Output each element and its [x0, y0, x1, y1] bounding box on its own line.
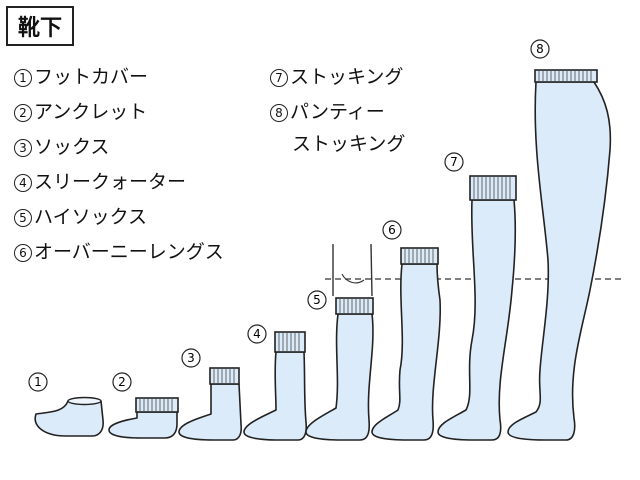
legend-label: スリークォーター — [34, 171, 187, 193]
sock-high-socks — [305, 243, 374, 441]
legend-label: ソックス — [34, 136, 110, 158]
badge-text: 2 — [118, 375, 126, 389]
badge-text: 5 — [313, 293, 321, 307]
page-title: 靴下 — [6, 6, 74, 46]
legend-label: パンティー — [290, 101, 385, 123]
legend-number: 1 — [14, 68, 32, 87]
sock-foot-cover — [34, 396, 104, 437]
legend-number: 3 — [14, 138, 32, 157]
legend-number: 8 — [270, 103, 288, 122]
badge-text: 3 — [187, 351, 195, 365]
legend-item-high-socks: 5 ハイソックス — [14, 208, 147, 227]
legend-number: 5 — [14, 208, 32, 227]
badge-text: 4 — [253, 327, 261, 341]
badge-2: 2 — [112, 372, 132, 392]
badge-1: 1 — [28, 372, 48, 392]
legend-label: ストッキング — [290, 66, 404, 88]
legend-label: フットカバー — [34, 66, 149, 88]
badge-text: 7 — [450, 155, 458, 169]
legend-number: 4 — [14, 173, 32, 192]
legend-item-anklet: 2 アンクレット — [14, 103, 147, 122]
badge-8: 8 — [530, 39, 550, 59]
legend-item-socks: 3 ソックス — [14, 138, 109, 157]
number-badges: 1 2 3 4 5 6 7 8 — [28, 39, 550, 392]
legend-item-pantyhose: 8 パンティー — [270, 103, 385, 122]
legend-item-footcover: 1 フットカバー — [14, 68, 148, 87]
legend-label: ストッキング — [292, 133, 406, 155]
legend-number: 2 — [14, 103, 32, 122]
badge-7: 7 — [444, 152, 464, 172]
legend-number: 7 — [270, 68, 288, 87]
legend-label: オーバーニーレングス — [34, 241, 224, 263]
badge-3: 3 — [181, 348, 201, 368]
sock-anklet — [108, 397, 179, 439]
sock-pantyhose — [507, 69, 612, 441]
legend-item-three-quarter: 4 スリークォーター — [14, 173, 186, 192]
badge-5: 5 — [307, 290, 327, 310]
legend-item-stocking: 7 ストッキング — [270, 68, 403, 87]
sock-socks — [178, 367, 243, 441]
sock-over-knee — [371, 247, 442, 441]
badge-4: 4 — [247, 324, 267, 344]
badge-text: 6 — [388, 223, 396, 237]
badge-text: 1 — [34, 375, 42, 389]
sock-stocking — [437, 175, 517, 441]
sock-three-quarter — [243, 331, 308, 441]
legend-label: アンクレット — [34, 101, 148, 123]
legend-item-pantyhose-line2: ストッキング — [292, 135, 405, 154]
legend-number: 6 — [14, 243, 32, 262]
legend-item-over-knee: 6 オーバーニーレングス — [14, 243, 224, 262]
legend-label: ハイソックス — [34, 206, 148, 228]
badge-6: 6 — [382, 220, 402, 240]
badge-text: 8 — [536, 42, 544, 56]
